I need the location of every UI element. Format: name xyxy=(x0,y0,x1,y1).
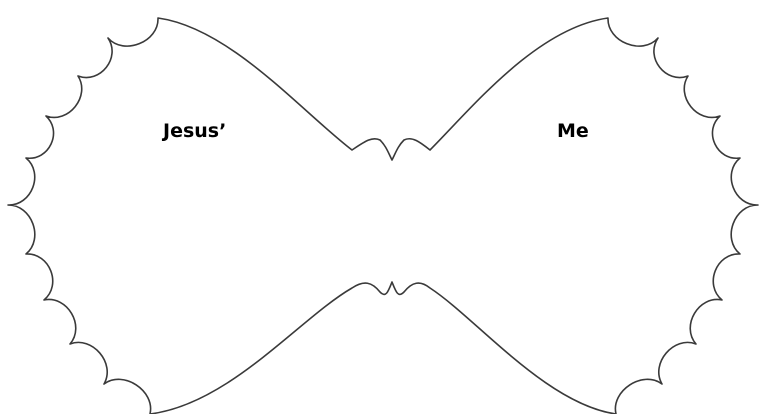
left-wing-label: Jesus’ xyxy=(163,122,226,141)
right-wing-label: Me xyxy=(557,122,589,141)
bow-shape xyxy=(8,18,758,414)
